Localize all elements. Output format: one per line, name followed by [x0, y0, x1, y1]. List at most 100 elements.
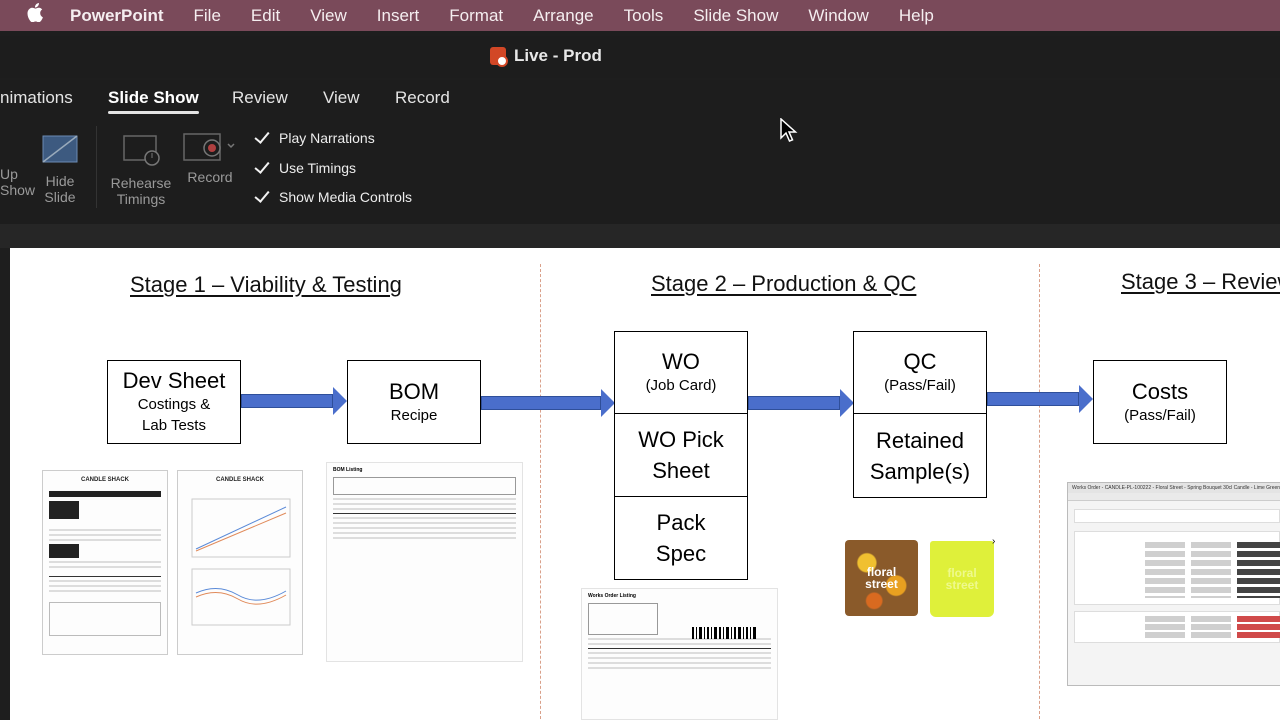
bom-sub: Recipe	[390, 406, 438, 424]
costs-window-thumbnail: Works Order - CANDLE-PL-100222 - Floral …	[1067, 482, 1280, 686]
costs-title: Costs	[1131, 378, 1189, 404]
powerpoint-file-icon	[490, 47, 508, 67]
checkmark-icon	[254, 160, 270, 176]
rehearse-timings-icon	[123, 135, 160, 166]
stage-divider	[540, 264, 541, 720]
window-title: Live - Prod	[490, 46, 602, 67]
show-media-controls-checkbox[interactable]: Show Media Controls	[254, 189, 412, 205]
retained-line2: Sample(s)	[869, 458, 971, 484]
ribbon-toolbar: Up Show Hide Slide Rehearse Timings Reco…	[0, 116, 1280, 224]
stage-divider	[1039, 264, 1040, 720]
flow-arrow	[748, 389, 854, 417]
qc-cell: QC (Pass/Fail)	[854, 332, 986, 414]
stage3-title: Stage 3 – Review	[1121, 269, 1280, 294]
qc-sub: (Pass/Fail)	[884, 377, 956, 394]
record-button[interactable]: Record	[182, 130, 238, 185]
menu-slide-show[interactable]: Slide Show	[693, 5, 779, 25]
tab-view[interactable]: View	[323, 88, 360, 107]
wo-pick-line1: WO Pick	[638, 427, 724, 452]
qc-stack[interactable]: QC (Pass/Fail) Retained Sample(s)	[853, 331, 987, 498]
dev-sheet-sub2: Lab Tests	[142, 417, 206, 434]
use-timings-checkbox[interactable]: Use Timings	[254, 160, 356, 176]
ribbon-tabs: nimations Slide Show Review View Record	[0, 80, 1280, 116]
play-narrations-label: Play Narrations	[279, 130, 375, 146]
next-arrow-icon: ›	[992, 536, 996, 547]
show-media-controls-label: Show Media Controls	[279, 189, 413, 205]
tab-animations[interactable]: nimations	[0, 88, 73, 107]
bom-listing-heading: BOM Listing	[333, 467, 363, 473]
set-up-show-line2: Show	[0, 182, 36, 198]
wo-sub: (Job Card)	[645, 377, 717, 394]
stage2-title: Stage 2 – Production & QC	[651, 271, 917, 296]
product-candle-image: floral street	[930, 541, 994, 617]
pack-spec-line1: Pack	[656, 510, 706, 535]
wo-stack[interactable]: WO (Job Card) WO Pick Sheet Pack Spec	[614, 331, 748, 580]
menu-bar: PowerPoint File Edit View Insert Format …	[0, 0, 1280, 31]
menu-format[interactable]: Format	[449, 5, 504, 25]
hide-slide-icon	[42, 135, 78, 163]
tab-record[interactable]: Record	[395, 88, 450, 107]
editor-background	[0, 224, 1280, 248]
dev-sheet-title: Dev Sheet	[122, 368, 226, 393]
retained-line1: Retained	[875, 427, 965, 453]
pack-spec-line2: Spec	[655, 541, 707, 566]
wo-pick-cell: WO Pick Sheet	[615, 414, 747, 497]
menu-edit[interactable]: Edit	[250, 5, 281, 25]
checkmark-icon	[254, 130, 270, 146]
dev-sheet-sub1: Costings &	[137, 396, 211, 413]
menu-help[interactable]: Help	[898, 5, 934, 25]
ribbon-separator	[96, 126, 97, 208]
costs-window-title: Works Order - CANDLE-PL-100222 - Floral …	[1068, 483, 1280, 493]
pack-spec-cell: Pack Spec	[615, 497, 747, 579]
hide-slide-line2: Slide	[44, 189, 76, 205]
apple-icon[interactable]	[0, 3, 70, 28]
menu-file[interactable]: File	[193, 5, 221, 25]
flow-arrow	[481, 389, 615, 417]
product-candle-label: floral street	[945, 566, 979, 592]
set-up-show-line1: Up	[0, 166, 18, 182]
bom-listing-thumbnail: BOM Listing	[326, 462, 523, 662]
barcode-image	[692, 627, 756, 639]
menu-window[interactable]: Window	[808, 5, 869, 25]
product-box-label: floral street	[865, 565, 898, 591]
set-up-show-button[interactable]: Up Show	[0, 144, 36, 198]
hide-slide-line1: Hide	[45, 173, 75, 189]
rehearse-timings-button[interactable]: Rehearse Timings	[106, 134, 176, 207]
hide-slide-button[interactable]: Hide Slide	[38, 134, 82, 205]
dev-sheet-box[interactable]: Dev Sheet Costings & Lab Tests	[107, 360, 241, 444]
slide-canvas[interactable]: Stage 1 – Viability & Testing Stage 2 – …	[10, 248, 1280, 720]
retained-cell: Retained Sample(s)	[854, 414, 986, 497]
checkmark-icon	[254, 189, 270, 205]
wo-title: WO	[662, 349, 700, 374]
wo-cell: WO (Job Card)	[615, 332, 747, 414]
mouse-cursor-icon	[780, 118, 798, 142]
dev-sheet-thumbnail: CANDLE SHACK	[42, 470, 168, 655]
rehearse-line1: Rehearse	[110, 175, 172, 191]
record-label: Record	[187, 169, 233, 185]
use-timings-label: Use Timings	[279, 160, 357, 176]
menu-tools[interactable]: Tools	[623, 5, 664, 25]
menu-view[interactable]: View	[310, 5, 347, 25]
works-order-heading: Works Order Listing	[588, 593, 636, 599]
stage1-title: Stage 1 – Viability & Testing	[130, 272, 402, 297]
flow-arrow	[987, 385, 1093, 413]
qc-title: QC	[903, 349, 937, 374]
bom-title: BOM	[388, 378, 440, 404]
tab-slide-show[interactable]: Slide Show	[108, 88, 199, 114]
costs-box[interactable]: Costs (Pass/Fail)	[1093, 360, 1227, 444]
candle-shack-logo: CANDLE SHACK	[216, 477, 264, 483]
record-icon	[183, 133, 235, 161]
tab-review[interactable]: Review	[232, 88, 288, 107]
title-bar: Live - Prod	[0, 36, 1280, 78]
rehearse-line2: Timings	[116, 191, 166, 207]
window-title-text: Live - Prod	[514, 46, 602, 65]
menu-arrange[interactable]: Arrange	[533, 5, 594, 25]
menu-app-powerpoint[interactable]: PowerPoint	[70, 5, 164, 25]
bom-box[interactable]: BOM Recipe	[347, 360, 481, 444]
product-box-image: floral street	[845, 540, 918, 616]
costs-sub: (Pass/Fail)	[1124, 406, 1196, 424]
works-order-thumbnail: Works Order Listing	[581, 588, 778, 720]
menu-insert[interactable]: Insert	[376, 5, 420, 25]
candle-shack-logo: CANDLE SHACK	[81, 477, 129, 483]
play-narrations-checkbox[interactable]: Play Narrations	[254, 130, 375, 146]
